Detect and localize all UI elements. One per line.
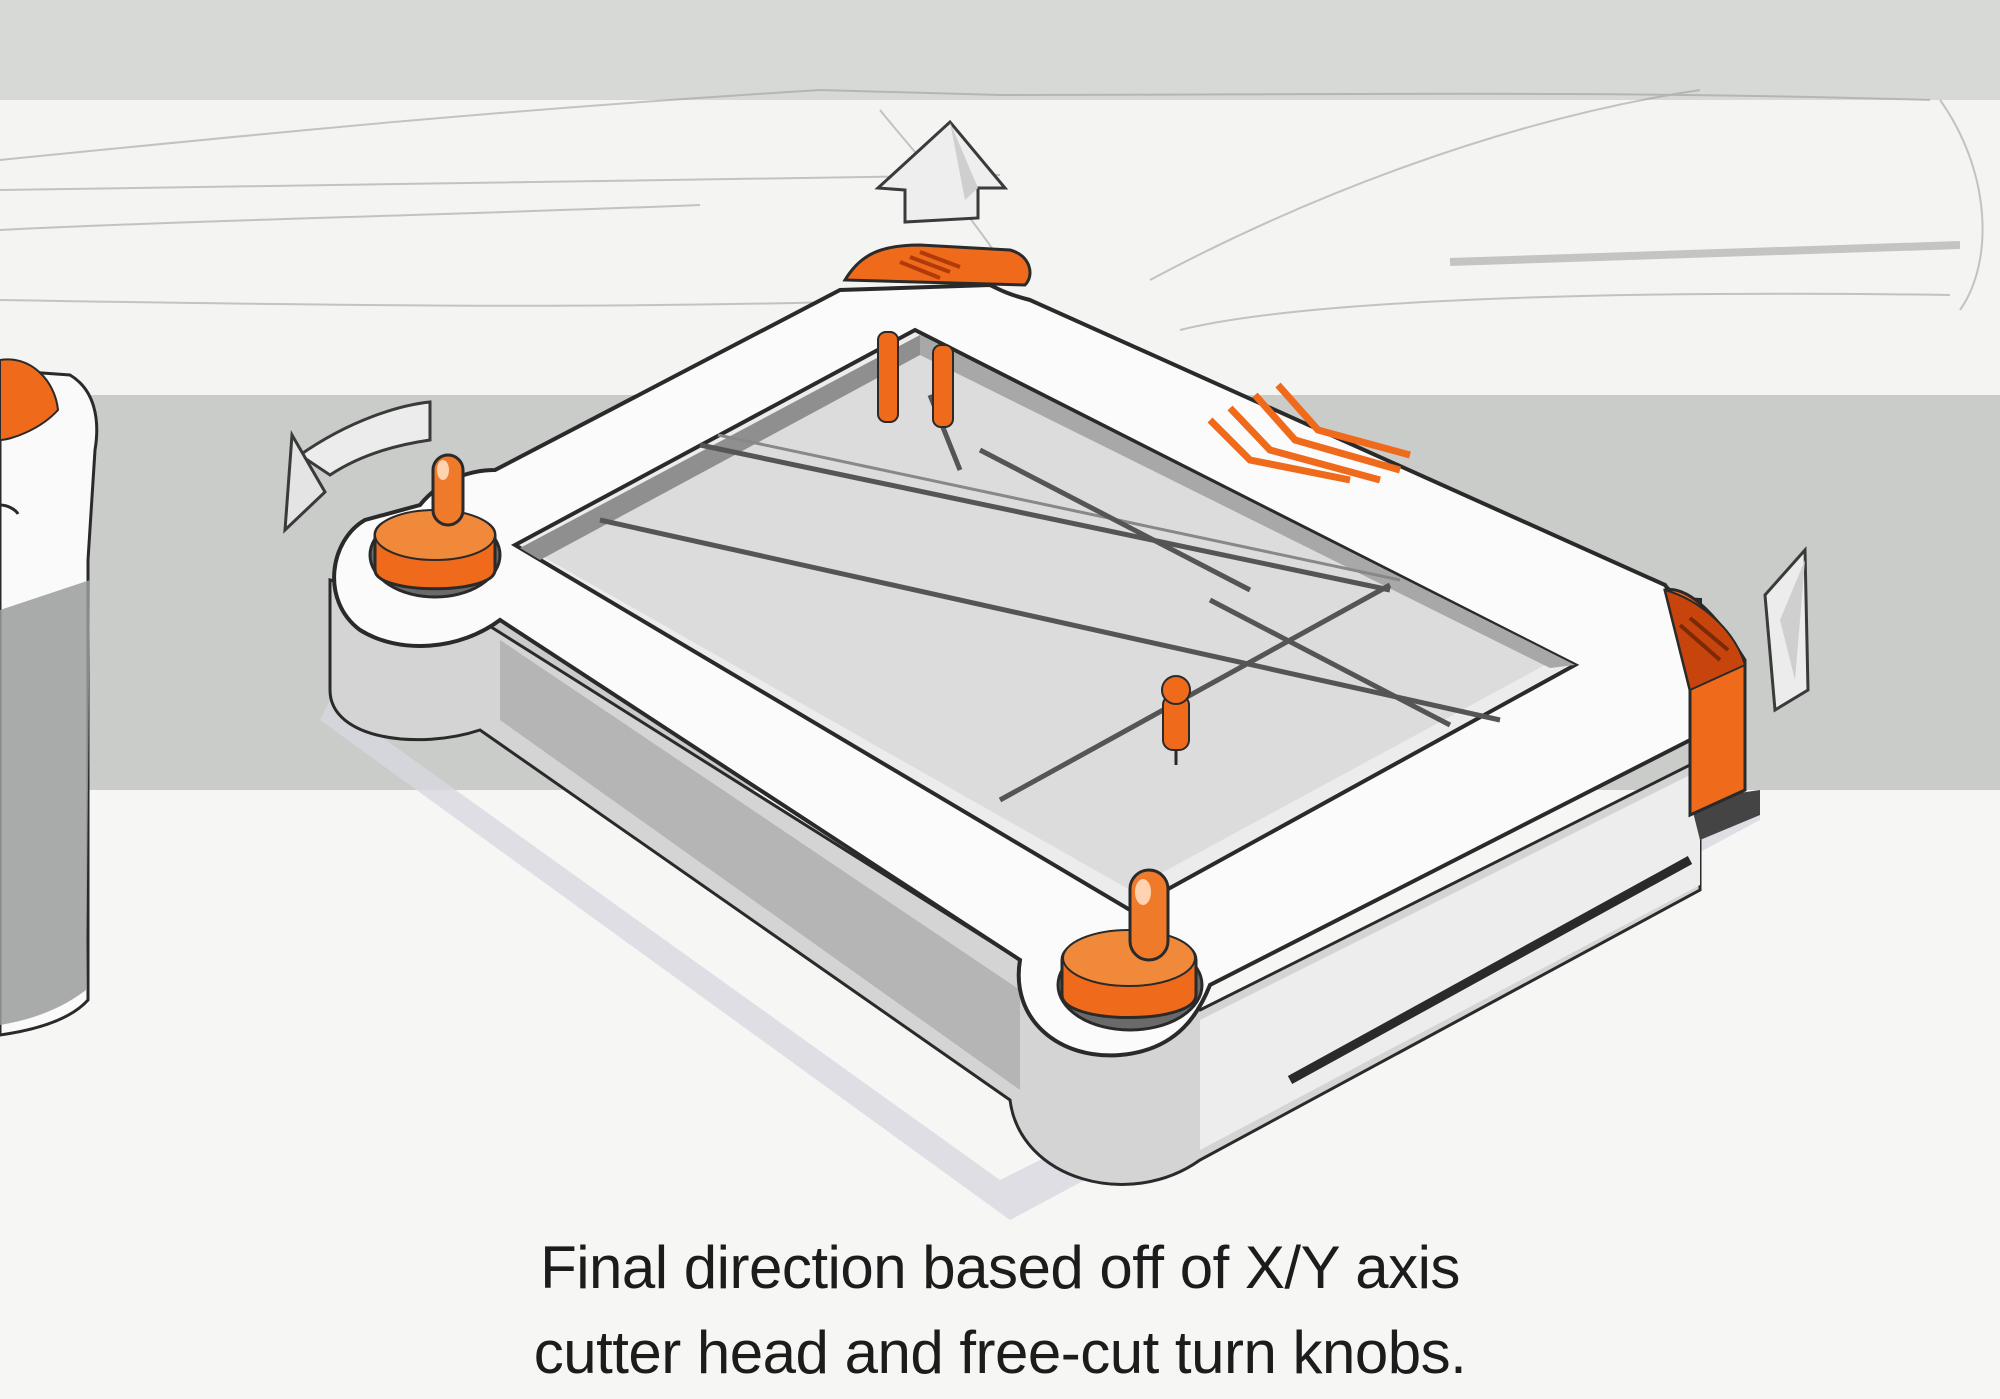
- caption-line-2: cutter head and free-cut turn knobs.: [533, 1319, 1467, 1386]
- up-arrow-icon: [874, 119, 1009, 224]
- cutter-head: [1161, 675, 1191, 765]
- rail-posts: [877, 331, 954, 428]
- front-turn-knob: [1056, 868, 1204, 1032]
- top-orange-tab: [842, 243, 1032, 287]
- back-left-turn-knob: [368, 453, 502, 599]
- cutter-device: [328, 243, 1760, 1186]
- right-orange-block: [1663, 588, 1747, 818]
- side-arrow-icon: [1763, 546, 1810, 713]
- caption-line-1: Final direction based off of X/Y axis: [540, 1234, 1460, 1301]
- pencil-sketch-lines: [0, 88, 1984, 331]
- left-product-partial: [0, 358, 99, 1037]
- rotate-arrow-icon: [283, 400, 432, 534]
- grip-chevrons: [1207, 382, 1411, 484]
